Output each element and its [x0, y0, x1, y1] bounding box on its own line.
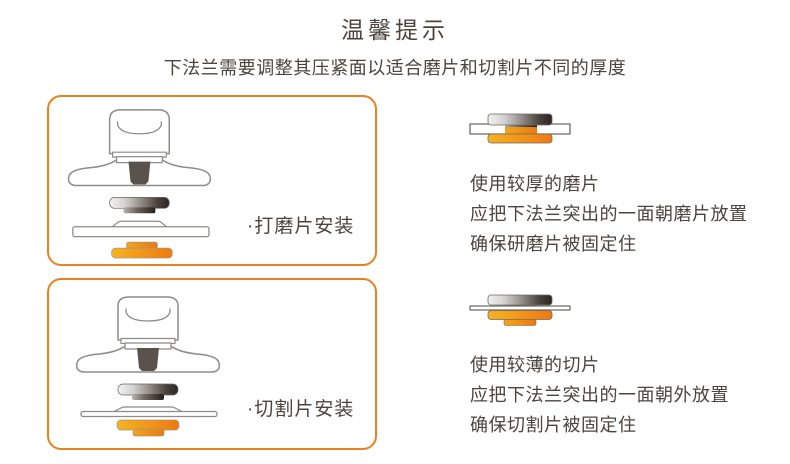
- grinder-housing: [117, 296, 179, 341]
- grinder-spindle: [128, 161, 151, 185]
- grinder-housing-seam: [116, 121, 162, 135]
- inner-flange: [109, 197, 170, 209]
- cutting-panel-label: ·切割片安装: [247, 399, 355, 420]
- assembly-flange-hub: [505, 123, 537, 128]
- note-line: 应把下法兰突出的一面朝磨片放置: [470, 204, 748, 224]
- grinder-spindle: [137, 348, 159, 371]
- grinding-disc: [72, 226, 210, 238]
- page-title: 温馨提示: [341, 17, 449, 43]
- grinding-disc-panel: ·打磨片安装: [47, 95, 377, 266]
- outer-flange-nut: [111, 247, 173, 259]
- inner-flange-hub: [132, 394, 164, 400]
- cutting-disc-note: 使用较薄的切片 应把下法兰突出的一面朝外放置 确保切割片被固定住: [470, 350, 729, 440]
- inner-flange: [117, 383, 179, 396]
- assembly-nut-step: [505, 127, 537, 134]
- grinding-disc-note: 使用较厚的磨片 应把下法兰突出的一面朝磨片放置 确保研磨片被固定住: [470, 169, 748, 259]
- note-line: 使用较薄的切片: [470, 355, 600, 375]
- assembly-outer-nut: [487, 133, 553, 144]
- grinding-panel-label: ·打磨片安装: [247, 216, 355, 237]
- assembly-nut-step: [503, 319, 537, 326]
- inner-flange-hub: [123, 207, 156, 214]
- grinder-housing: [108, 109, 171, 155]
- thin-cutting-disc-assembly-icon: [469, 294, 571, 326]
- outer-flange-nut: [116, 419, 180, 431]
- note-line: 应把下法兰突出的一面朝外放置: [470, 385, 729, 405]
- cutting-disc-hub: [112, 406, 184, 413]
- cutting-disc: [80, 410, 218, 418]
- grinding-disc-hub: [111, 220, 168, 228]
- note-line: 确保切割片被固定住: [470, 415, 637, 435]
- grinder-housing-seam: [125, 308, 171, 322]
- assembly-inner-flange: [487, 294, 553, 306]
- cutting-disc-panel: ·切割片安装: [47, 278, 377, 450]
- note-line: 确保研磨片被固定住: [470, 234, 637, 254]
- assembly-inner-flange: [487, 113, 553, 126]
- thick-grinding-disc-assembly-icon: [469, 113, 571, 144]
- assembly-outer-nut: [487, 310, 553, 320]
- note-line: 使用较厚的磨片: [470, 174, 600, 194]
- assembly-disc: [469, 305, 571, 311]
- page-subtitle: 下法兰需要调整其压紧面以适合磨片和切割片不同的厚度: [163, 58, 627, 78]
- angle-grinder-cutting-disc-exploded-view: [75, 296, 221, 437]
- outer-flange-step: [132, 428, 165, 437]
- angle-grinder-grinding-disc-exploded-view: [67, 109, 212, 259]
